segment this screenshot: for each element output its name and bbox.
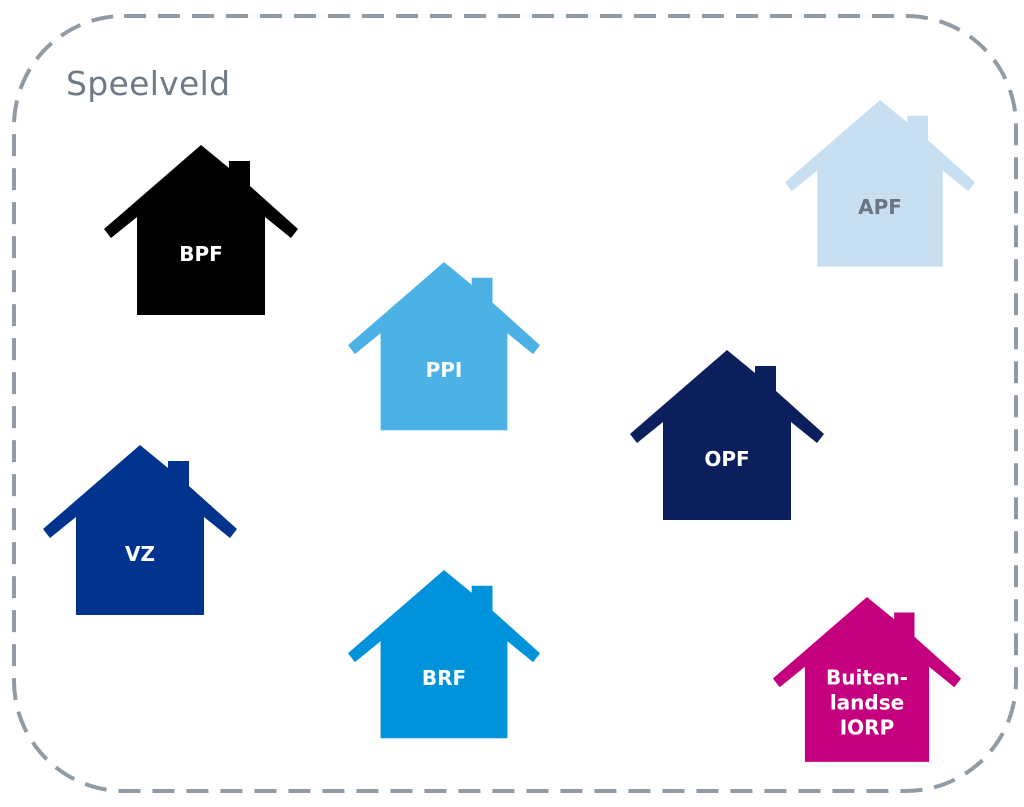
house-shape-bpf: [104, 145, 298, 315]
house-bpf: BPF: [104, 145, 298, 315]
house-shape-brf: [348, 570, 540, 739]
house-opf: OPF: [630, 350, 824, 520]
playing-field-border: [12, 14, 1018, 793]
house-shape-opf: [630, 350, 824, 520]
house-shape-buitenlandse-iorp: [772, 597, 962, 762]
house-brf: BRF: [348, 570, 540, 739]
house-ppi: PPI: [348, 262, 540, 431]
playing-field-title: Speelveld: [66, 64, 231, 103]
house-shape-vz: [43, 445, 237, 615]
house-label-brf: BRF: [422, 666, 466, 690]
house-label-bpf: BPF: [179, 242, 223, 266]
house-apf: APF: [784, 100, 976, 267]
house-shape-ppi: [348, 262, 540, 431]
house-label-vz: VZ: [125, 542, 155, 566]
house-label-opf: OPF: [704, 447, 749, 471]
house-vz: VZ: [43, 445, 237, 615]
house-label-ppi: PPI: [426, 358, 463, 382]
house-label-apf: APF: [858, 195, 902, 219]
house-shape-apf: [784, 100, 976, 267]
